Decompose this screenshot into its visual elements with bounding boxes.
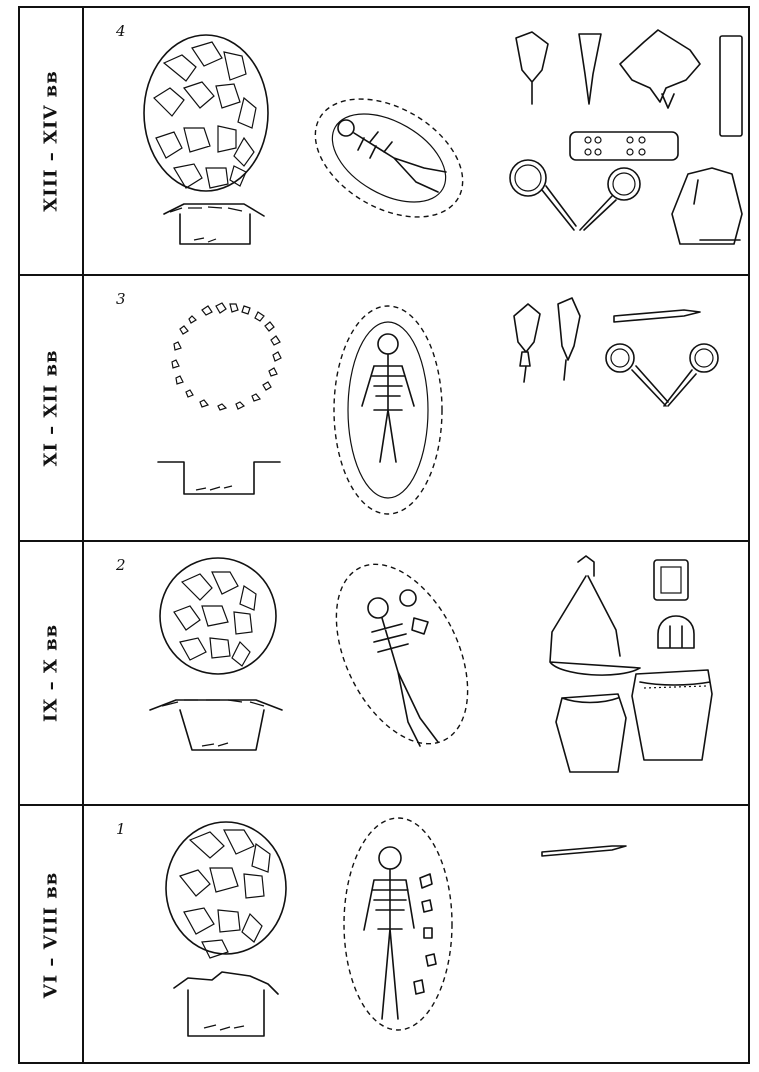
row-number: 2 xyxy=(116,556,126,574)
period-label-cell: IX – X вв xyxy=(20,542,84,804)
row-divider xyxy=(20,804,748,806)
grave-goods xyxy=(541,845,627,857)
row-number: 1 xyxy=(116,820,126,838)
row-period-1: VI – VIII вв 1 xyxy=(20,806,748,1064)
row-3-drawings xyxy=(157,297,719,515)
burial-pit-plan xyxy=(343,817,453,1031)
figure-frame: XIII – XIV вв 4 xyxy=(18,6,750,1064)
row-divider xyxy=(20,274,748,276)
period-label: XIII – XIV вв xyxy=(40,70,62,212)
grave-goods xyxy=(549,555,713,773)
grave-goods xyxy=(509,29,743,245)
row-divider xyxy=(20,540,748,542)
mound-cross-section xyxy=(173,971,279,1037)
mound-cross-section xyxy=(163,203,265,245)
stone-mound-plan xyxy=(165,821,287,959)
row-number: 3 xyxy=(116,290,126,308)
row-1-drawings xyxy=(165,817,627,1037)
mound-cross-section xyxy=(157,461,281,495)
stone-ring-plan xyxy=(171,302,282,411)
stone-mound-plan xyxy=(143,34,269,192)
burial-pit-plan xyxy=(333,305,443,515)
mound-cross-section xyxy=(149,699,283,751)
period-label-cell: VI – VIII вв xyxy=(20,806,84,1064)
period-label: XI – XII вв xyxy=(40,349,62,467)
row-period-4: XIII – XIV вв 4 xyxy=(20,8,748,274)
period-label: VI – VIII вв xyxy=(40,871,62,999)
period-label: IX – X вв xyxy=(40,623,62,723)
grave-goods xyxy=(513,297,719,407)
period-label-cell: XIII – XIV вв xyxy=(20,8,84,274)
stone-mound-plan xyxy=(159,557,277,675)
row-period-3: XI – XII вв 3 xyxy=(20,276,748,540)
row-4-drawings xyxy=(143,29,743,245)
burial-pit-plan xyxy=(314,98,464,218)
period-label-cell: XI – XII вв xyxy=(20,276,84,540)
row-number: 4 xyxy=(116,22,126,40)
burial-pit-plan xyxy=(335,563,469,747)
row-period-2: IX – X вв 2 xyxy=(20,542,748,804)
row-2-drawings xyxy=(149,555,713,773)
